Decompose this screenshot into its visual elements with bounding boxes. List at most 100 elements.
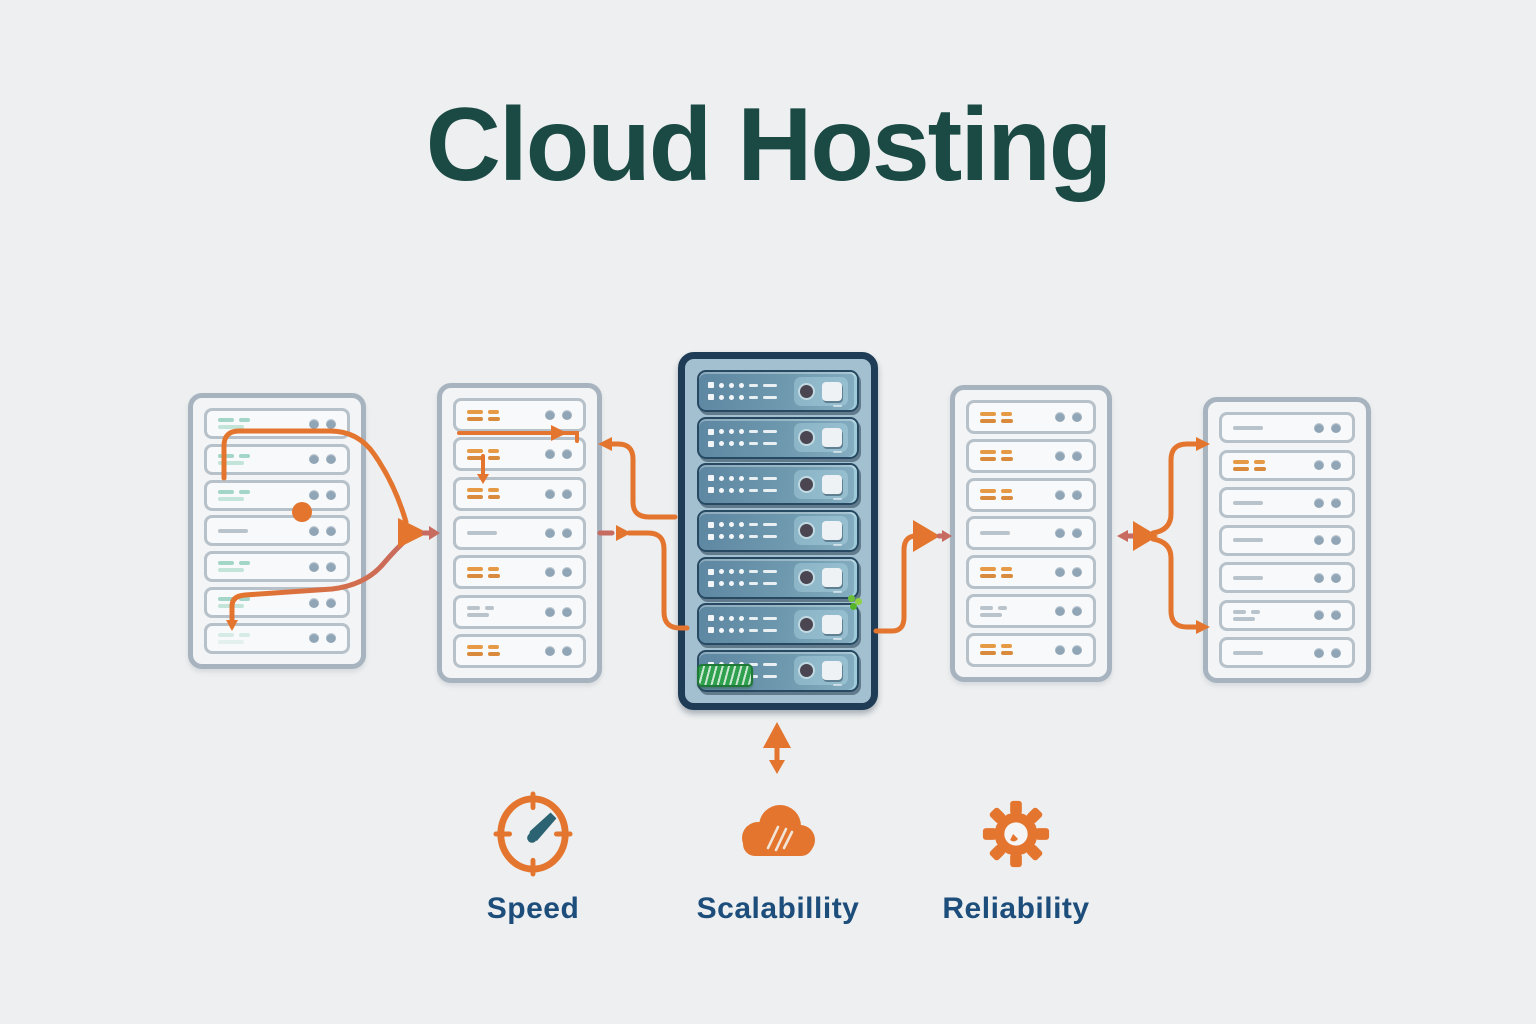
feature-label: Scalabillity [696, 892, 860, 925]
server-unit [453, 594, 586, 629]
led-dot [309, 561, 319, 572]
green-badge [697, 664, 753, 687]
led-dot [545, 449, 555, 460]
led-dot [309, 454, 319, 465]
led-dot [1055, 450, 1065, 461]
led-dot [1055, 644, 1065, 655]
server-unit [1219, 524, 1355, 556]
led-dot [1314, 610, 1324, 620]
server-unit [1219, 449, 1355, 481]
led-dot [309, 525, 319, 536]
server-unit [966, 555, 1096, 590]
led-dot [309, 597, 319, 608]
led-dot [562, 527, 572, 538]
led-dot [562, 567, 572, 578]
power-button [800, 617, 813, 631]
led-dot [1055, 567, 1065, 578]
led-dot [1072, 644, 1082, 655]
server-rack-center [678, 352, 878, 710]
led-dot [545, 645, 555, 656]
server-unit [204, 551, 350, 583]
led-dot [1314, 572, 1324, 583]
led-dot [309, 490, 319, 501]
green-status-icon [848, 594, 855, 602]
led-dot [1331, 460, 1341, 470]
led-dot [562, 449, 572, 460]
drive-icon [822, 428, 842, 454]
server-unit [1219, 412, 1355, 443]
led-dot [545, 527, 555, 538]
led-dot [1314, 422, 1324, 433]
led-dot [1072, 567, 1082, 578]
server-unit [453, 555, 586, 590]
drive-icon [822, 568, 842, 594]
led-dot [309, 418, 319, 429]
power-button [800, 571, 813, 585]
led-dot [1072, 450, 1082, 461]
server-unit [966, 632, 1096, 667]
led-dot [1331, 572, 1341, 583]
server-unit [204, 408, 350, 439]
led-dot [562, 606, 572, 617]
server-blade [697, 556, 859, 602]
led-dot [1331, 535, 1341, 545]
feature-scalability: Scalabillity [648, 792, 908, 926]
led-dot [1055, 528, 1065, 539]
led-dot [545, 410, 555, 420]
led-dot [545, 488, 555, 499]
led-dot [1314, 535, 1324, 545]
server-unit [1219, 487, 1355, 518]
led-dot [326, 561, 336, 572]
led-dot [545, 606, 555, 617]
led-dot [326, 490, 336, 501]
server-blade [697, 463, 859, 506]
led-dot [1331, 610, 1341, 620]
server-rack-2 [437, 383, 602, 683]
drive-icon [822, 474, 842, 500]
server-unit [1219, 599, 1355, 631]
server-blade [697, 370, 859, 412]
server-unit [966, 516, 1096, 551]
led-dot [545, 567, 555, 578]
server-unit [204, 443, 350, 475]
led-dot [1331, 497, 1341, 508]
server-unit [1219, 562, 1355, 593]
led-dot [1055, 606, 1065, 617]
led-dot [1314, 497, 1324, 508]
server-unit [966, 594, 1096, 629]
led-dot [1055, 489, 1065, 500]
drive-icon [822, 381, 842, 407]
power-button [800, 431, 813, 445]
led-dot [1072, 412, 1082, 422]
led-dot [562, 645, 572, 656]
server-blade [697, 603, 859, 646]
server-unit [966, 477, 1096, 512]
led-dot [1314, 460, 1324, 470]
server-rack-4 [950, 385, 1112, 682]
page-title: Cloud Hosting [425, 87, 1113, 203]
server-unit [453, 633, 586, 668]
led-dot [562, 410, 572, 420]
led-dot [1314, 647, 1324, 658]
led-dot [326, 454, 336, 465]
feature-label: Reliability [942, 892, 1090, 925]
led-dot [326, 633, 336, 644]
server-rack-5 [1203, 397, 1371, 683]
cloud-icon [730, 792, 826, 876]
server-unit [204, 479, 350, 511]
server-unit [966, 438, 1096, 473]
power-button [800, 664, 813, 678]
led-dot [309, 633, 319, 644]
led-dot [326, 597, 336, 608]
server-blade [697, 509, 859, 552]
drive-icon [822, 521, 842, 547]
gauge-icon [492, 791, 574, 877]
server-blade [697, 416, 859, 459]
feature-reliability: Reliability [886, 792, 1146, 926]
power-button [800, 524, 813, 538]
server-unit [453, 476, 586, 511]
feature-speed: Speed [403, 791, 663, 926]
server-unit [453, 398, 586, 432]
led-dot [326, 418, 336, 429]
